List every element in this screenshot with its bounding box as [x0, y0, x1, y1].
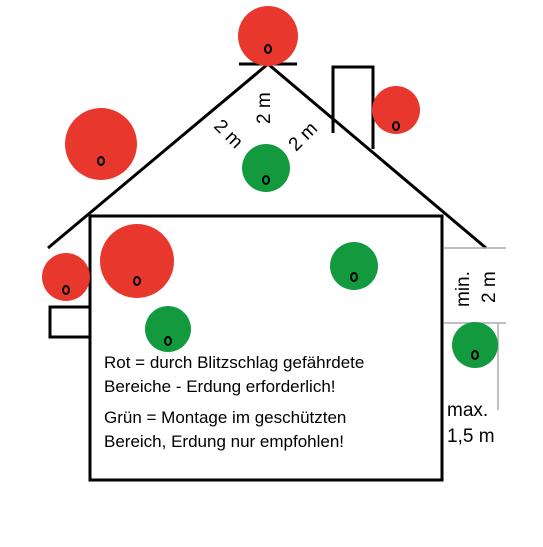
- max-distance-label-line2: 1,5 m: [447, 426, 495, 447]
- max-distance-label-line1: max.: [447, 400, 488, 421]
- legend-red-line2: Bereiche - Erdung erforderlich!: [104, 377, 336, 396]
- wall-box: [48, 305, 92, 339]
- roof-top-distance-label: 2 m: [254, 92, 275, 124]
- legend-green-line1: Grün = Montage im geschützten: [104, 408, 346, 427]
- red-zone-roof-left: [65, 108, 137, 180]
- legend-red-line1: Rot = durch Blitzschlag gefährdete: [104, 353, 364, 372]
- roof-right-distance-label: 2 m: [285, 118, 322, 155]
- roof-left-distance-label: 2 m: [209, 116, 246, 153]
- green-zone-roof: [242, 144, 290, 192]
- min-distance-label-line1: min.: [453, 271, 474, 307]
- green-zone-outside-right: [452, 322, 498, 368]
- legend-green-line2: Bereich, Erdung nur empfohlen!: [104, 432, 344, 451]
- red-zone-wall-corner: [100, 224, 174, 298]
- red-zone-chimney: [372, 86, 420, 134]
- green-zone-wall-right: [330, 242, 378, 290]
- min-distance-label-line2: 2 m: [479, 271, 500, 303]
- green-zone-wall-left: [145, 306, 191, 352]
- red-zone-top: [238, 6, 298, 66]
- red-zone-wall-box: [42, 253, 90, 301]
